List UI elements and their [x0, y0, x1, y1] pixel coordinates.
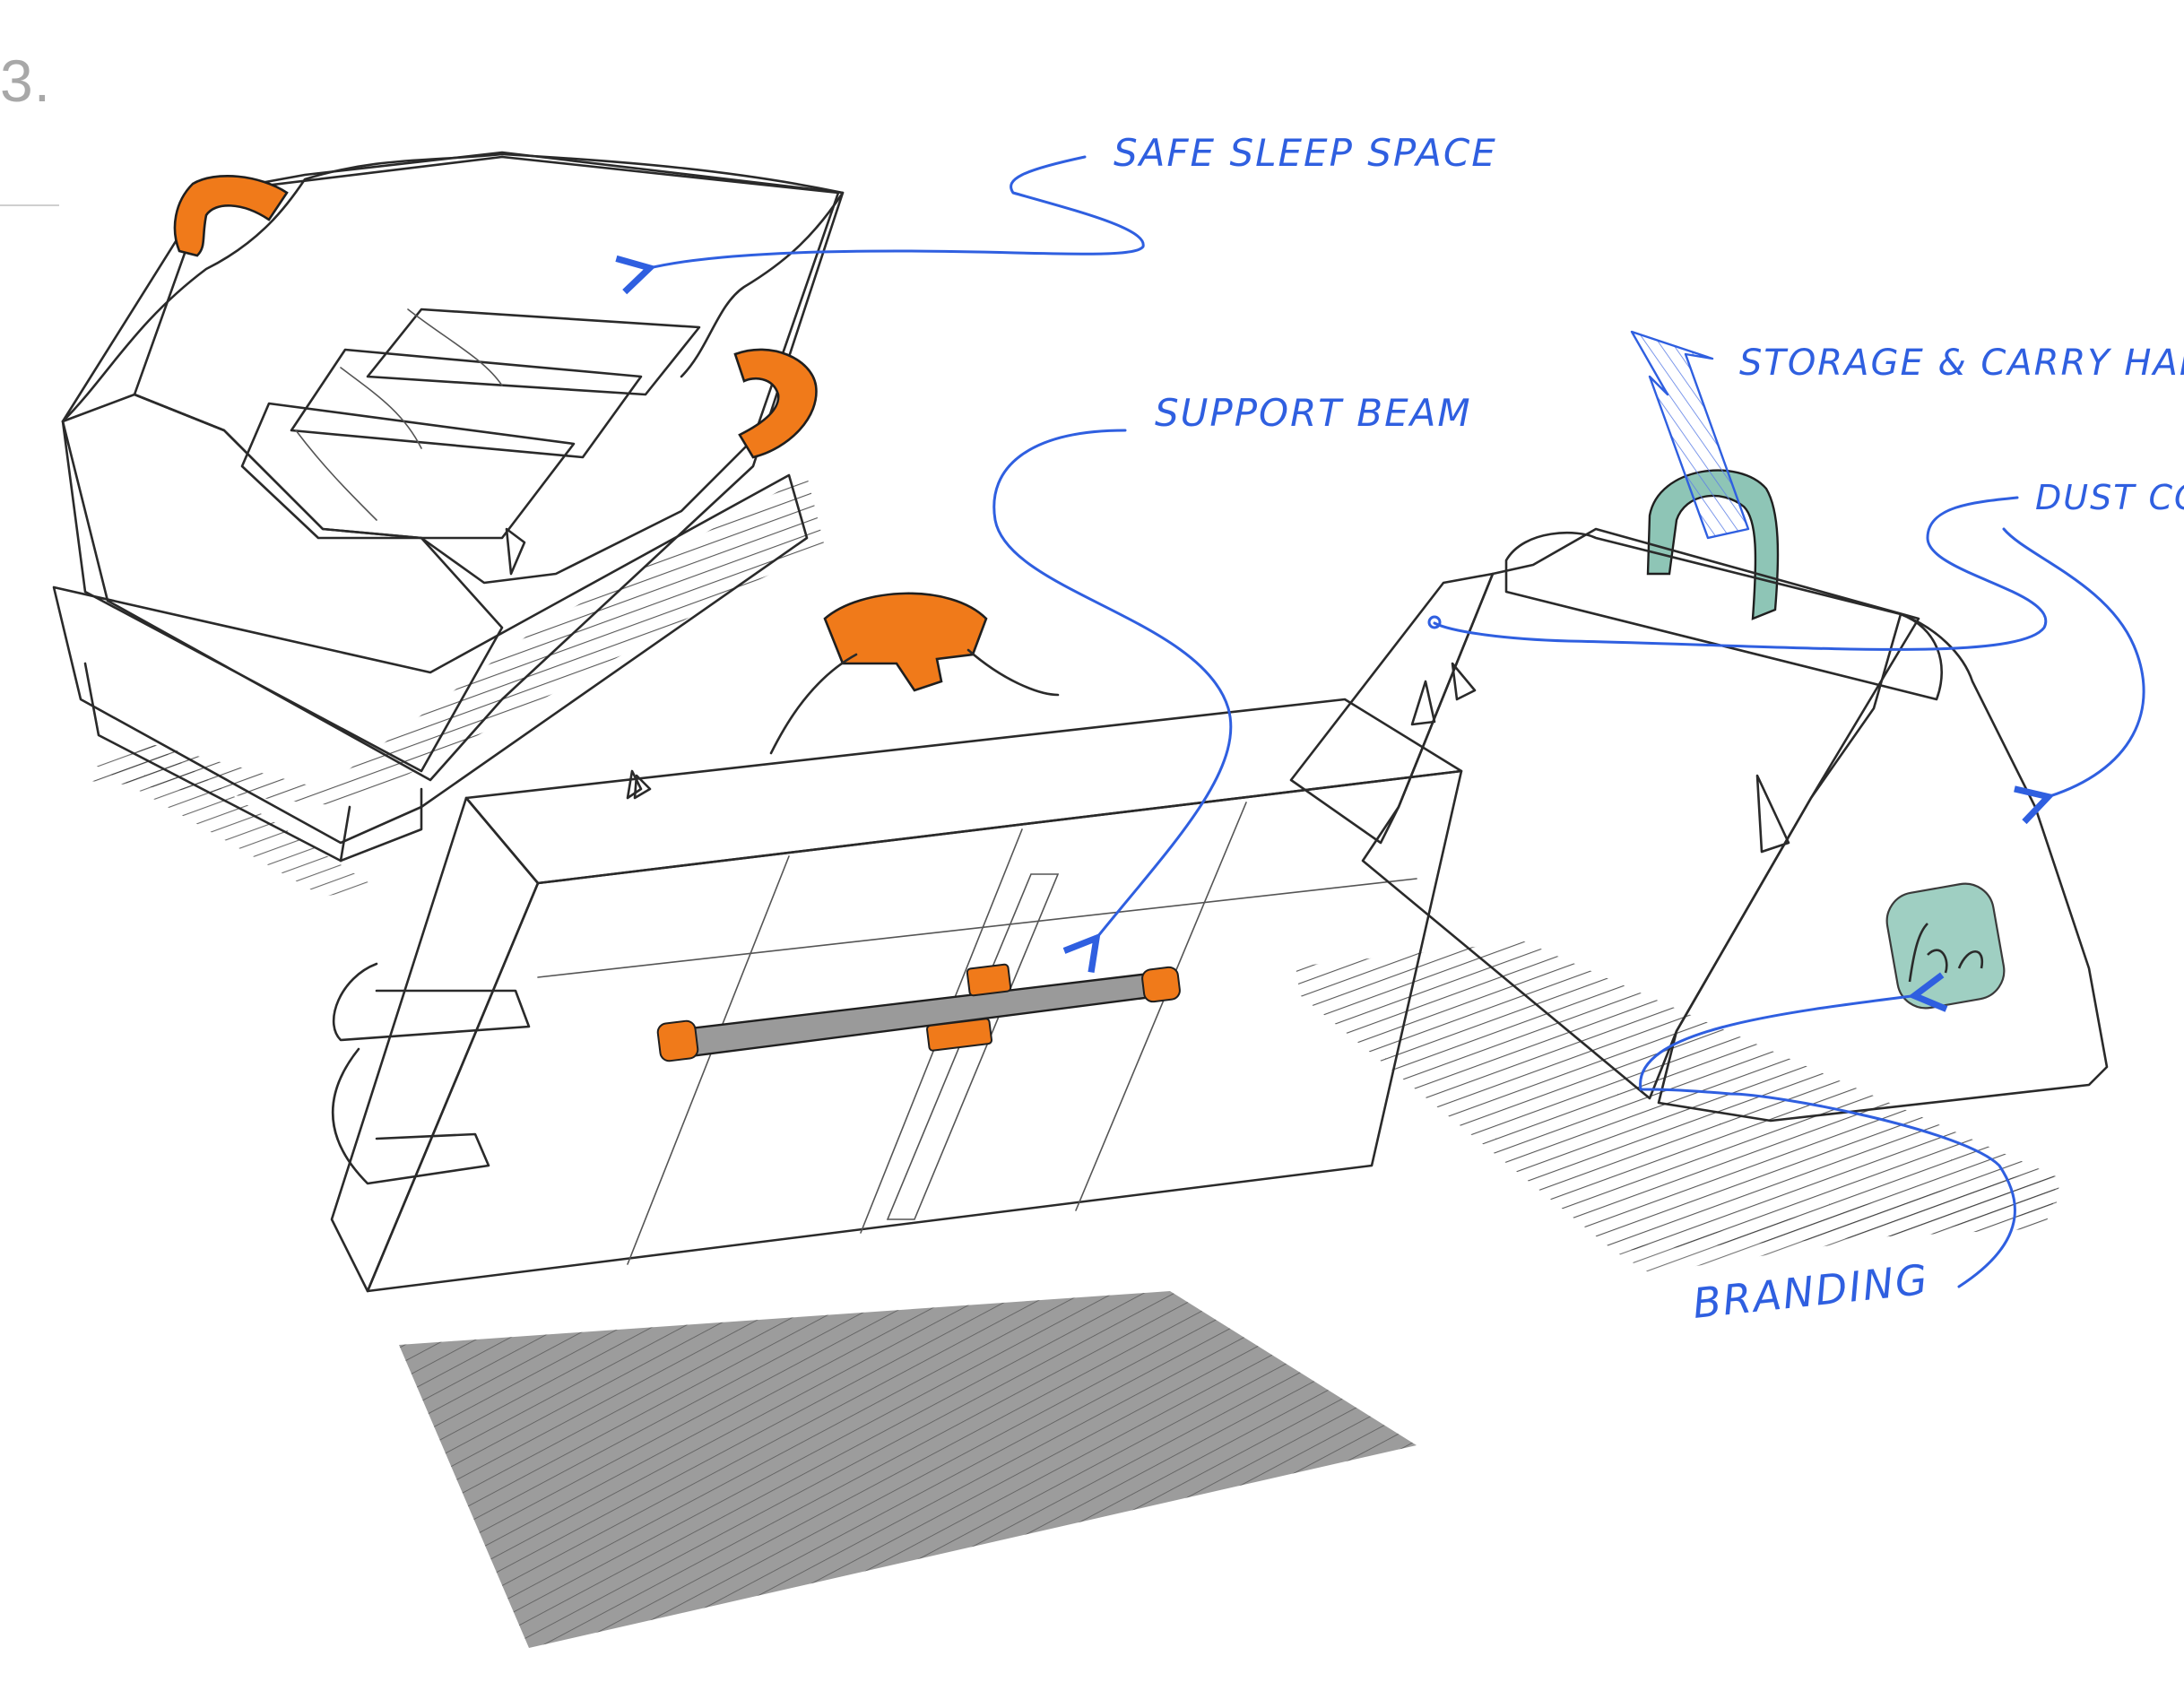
leader-dust-cover-dot [1427, 615, 1442, 629]
mattress-pad-3 [240, 402, 576, 540]
bag-shadow-right [1614, 1170, 2058, 1273]
annotation-leaders [615, 155, 2145, 1288]
support-beam-cap-left [656, 1019, 699, 1062]
mattress-pad-2 [290, 348, 643, 459]
base-top-face [464, 698, 1463, 885]
label-branding: BRANDING [1691, 1255, 1932, 1328]
leader-branding [1639, 972, 2016, 1288]
base-end-face [330, 796, 540, 1293]
bassinet-shadow [81, 475, 825, 807]
leader-safe-sleep [615, 155, 1145, 295]
support-beam-rod [666, 971, 1167, 1060]
leader-dust-cover-top [1433, 496, 2048, 651]
leader-dust-cover-side [2002, 527, 2145, 825]
bassinet-interior [133, 155, 840, 585]
label-safe-sleep: SAFE SLEEP SPACE [1114, 131, 1497, 175]
storage-up-arrow [1630, 330, 1750, 540]
support-beam-clip-top [966, 963, 1012, 997]
base-floor-shadow-hatch [399, 1291, 1417, 1648]
bassinet-handle-left [173, 175, 289, 257]
bassinet [52, 151, 845, 863]
base-top-handle [823, 592, 988, 692]
leader-support-beam [992, 429, 1233, 974]
base-strap-lower [331, 1047, 490, 1185]
bassinet-shadow-left [90, 744, 377, 897]
folded-base [330, 592, 1463, 1293]
bassinet-handle-right [733, 348, 818, 459]
bag-rolled-top [1504, 531, 1944, 701]
dust-cover-bag [1289, 469, 2109, 1123]
ground-shadows [81, 475, 2062, 1648]
label-support-beam: SUPPORT BEAM [1155, 391, 1472, 435]
bag-branding-badge [1885, 882, 2006, 1010]
mattress-pad-1 [366, 308, 701, 396]
step-number: 3. [0, 48, 52, 114]
bag-shadow [1296, 941, 2062, 1251]
bag-left-end [1289, 572, 1495, 845]
base-front-face [366, 769, 1463, 1293]
bassinet-base-tray [52, 473, 809, 845]
label-storage-handle: STORAGE & CARRY HAN [1739, 342, 2184, 384]
step-divider [0, 204, 59, 206]
support-beam-cap-right [1141, 966, 1181, 1003]
bag-main-panel [1361, 527, 1920, 1100]
label-dust-cover: DUST COV [2035, 478, 2184, 517]
support-beam-clip-bottom [926, 1018, 992, 1052]
base-strap-upper [332, 962, 531, 1042]
